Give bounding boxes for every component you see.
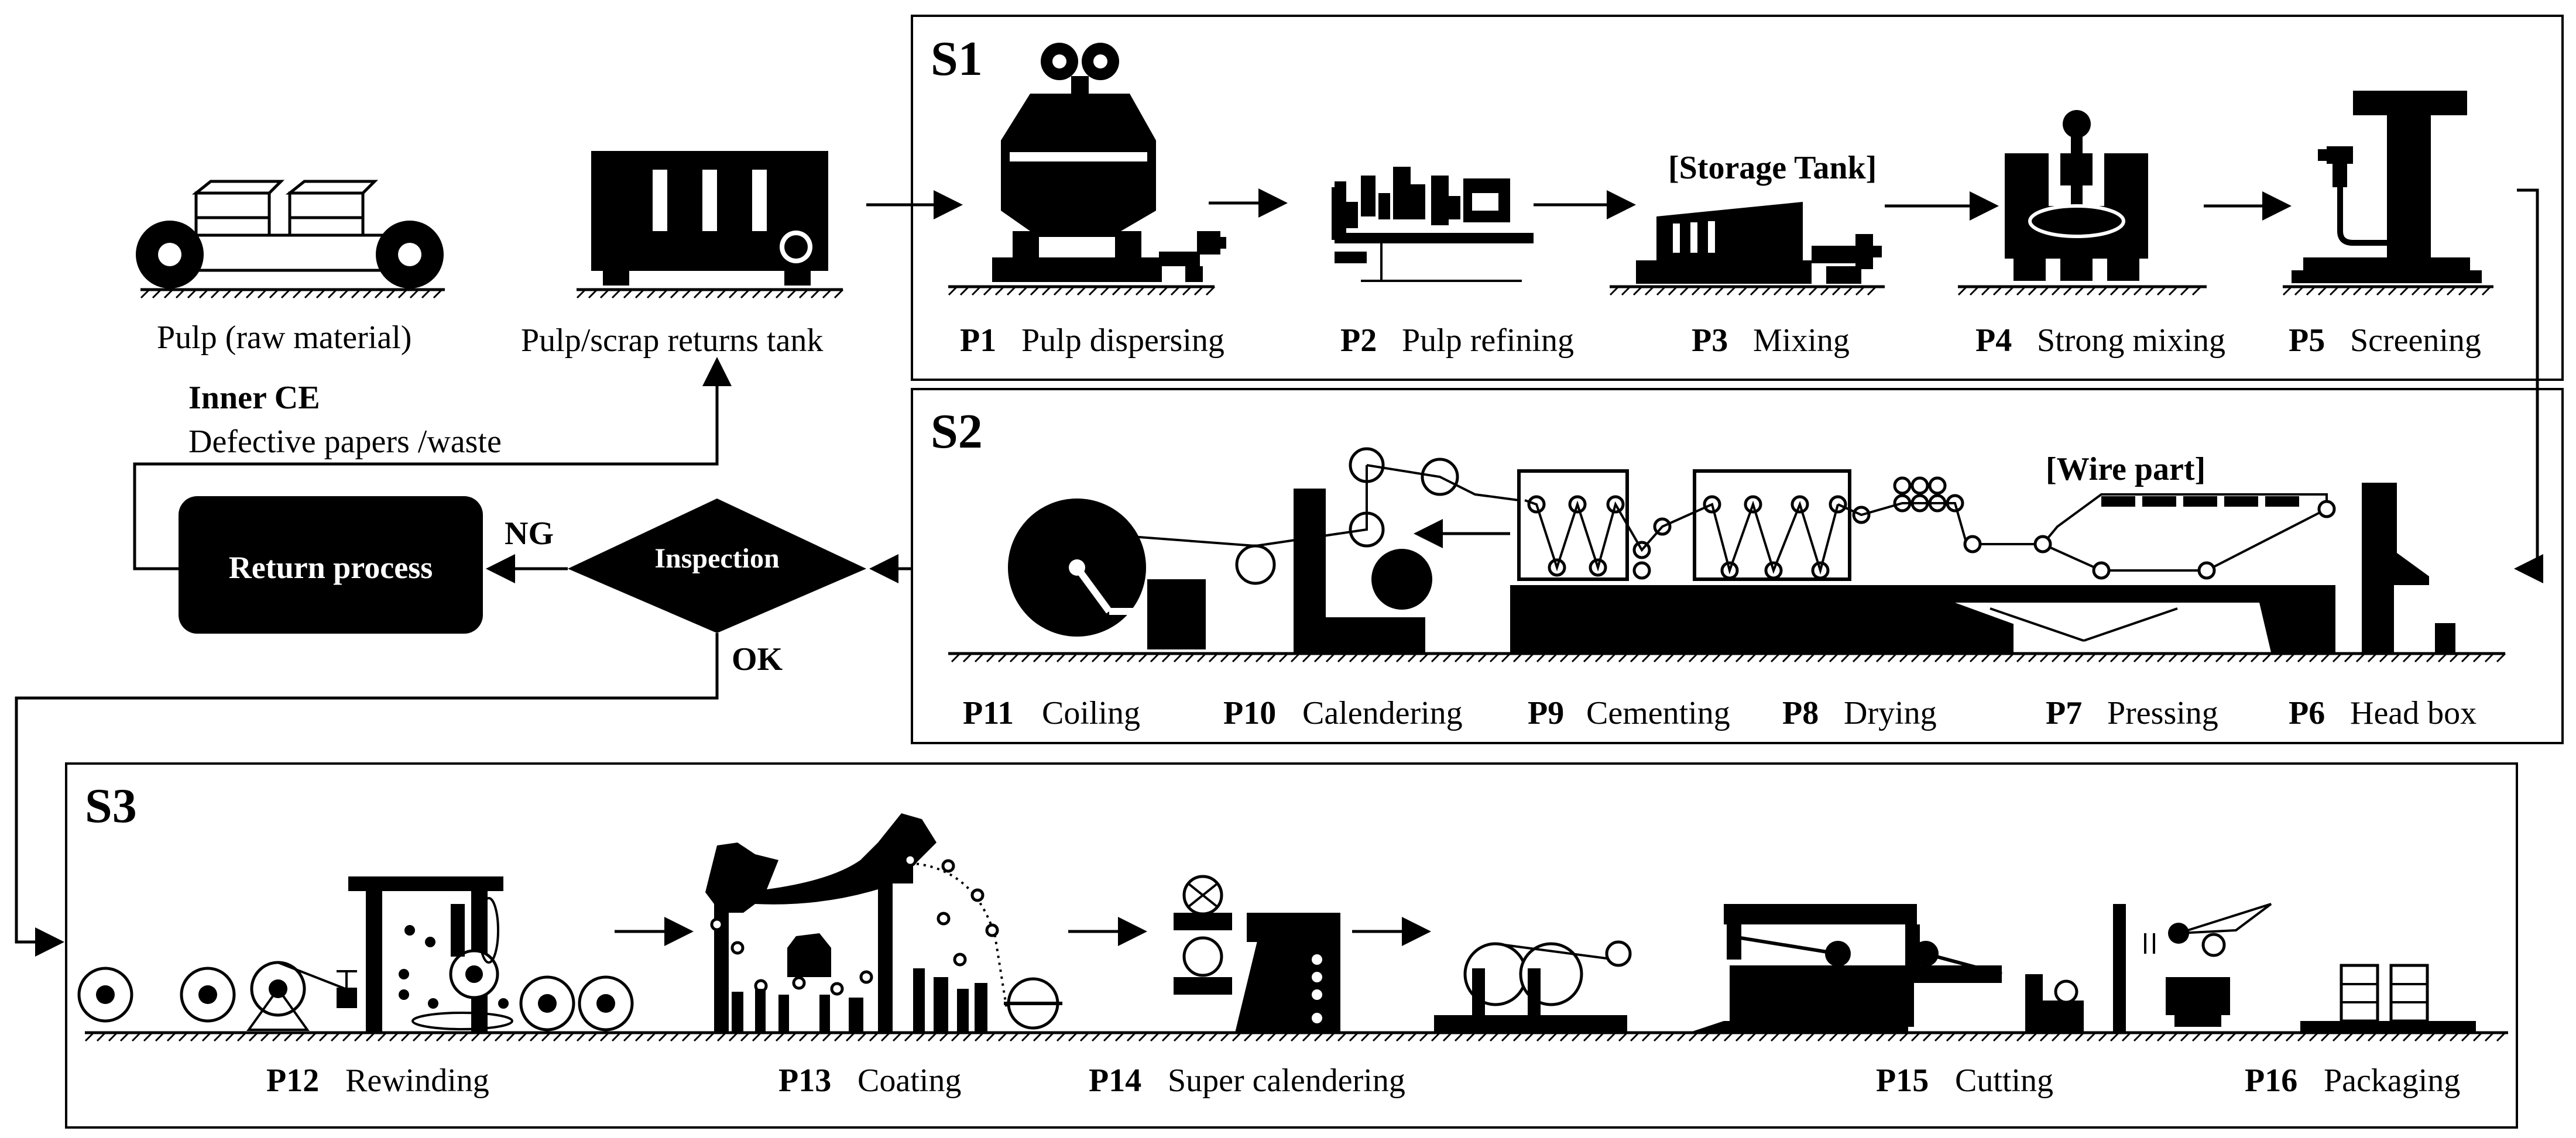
svg-text:Pulp refining: Pulp refining xyxy=(1402,322,1574,359)
process-label-p6: P6 Head box xyxy=(2289,695,2476,731)
ok-label: OK xyxy=(732,641,783,678)
process-label-p1: P1 Pulp dispersing xyxy=(960,322,1224,359)
tank-label: Pulp/scrap returns tank xyxy=(521,322,823,359)
return-process-label: Return process xyxy=(229,550,433,585)
pulp-disperser-icon xyxy=(992,43,1226,282)
pulp-label: Pulp (raw material) xyxy=(157,319,411,356)
svg-text:P14: P14 xyxy=(1089,1063,1141,1099)
cementing-section-icon xyxy=(1510,469,1946,652)
svg-text:Coating: Coating xyxy=(857,1063,961,1099)
process-label-p8: P8 Drying xyxy=(1782,695,1937,731)
rewinder-icon xyxy=(77,876,634,1033)
inspection-diamond xyxy=(568,498,866,633)
svg-text:P11: P11 xyxy=(963,695,1014,731)
svg-text:Cementing: Cementing xyxy=(1586,695,1730,731)
inner-ce-subtitle: Defective papers /waste xyxy=(188,424,502,460)
arrow-ok-to-s3 xyxy=(15,633,719,957)
process-label-p4: P4 Strong mixing xyxy=(1975,322,2225,359)
svg-text:P5: P5 xyxy=(2289,322,2325,359)
svg-text:Drying: Drying xyxy=(1844,695,1937,731)
process-label-p15: P15 Cutting xyxy=(1876,1063,2053,1099)
svg-text:Calendering: Calendering xyxy=(1302,695,1463,731)
svg-text:P12: P12 xyxy=(266,1063,319,1099)
connector-s1-to-s2 xyxy=(2514,188,2543,583)
wire-press-icon xyxy=(1946,493,2336,652)
inspection-label: Inspection xyxy=(654,543,779,574)
storage-tank-icon xyxy=(1636,202,1882,284)
stage-s2-title: S2 xyxy=(931,404,983,459)
ground-p1 xyxy=(948,285,1216,296)
calender-stack-icon xyxy=(1235,447,1459,652)
storage-tank-annotation: [Storage Tank] xyxy=(1668,150,1877,186)
returns-tank-icon xyxy=(591,151,828,286)
svg-text:Pulp dispersing: Pulp dispersing xyxy=(1021,322,1224,359)
return-process-box xyxy=(179,496,483,634)
svg-text:Rewinding: Rewinding xyxy=(345,1063,489,1099)
svg-text:P15: P15 xyxy=(1876,1063,1929,1099)
svg-text:P1: P1 xyxy=(960,322,996,359)
process-label-p12: P12 Rewinding xyxy=(266,1063,489,1099)
process-label-p5: P5 Screening xyxy=(2289,322,2481,359)
process-label-p11: P11 Coiling xyxy=(963,695,1140,731)
ground-tank xyxy=(576,288,844,299)
svg-text:P9: P9 xyxy=(1528,695,1564,731)
svg-text:Mixing: Mixing xyxy=(1753,322,1850,359)
svg-text:P16: P16 xyxy=(2245,1063,2297,1099)
ng-label: NG xyxy=(505,515,554,552)
process-label-p9: P9 Cementing xyxy=(1528,695,1730,731)
stage-s3-frame xyxy=(65,762,2518,1129)
ground-p4 xyxy=(1957,285,2207,296)
svg-text:Coiling: Coiling xyxy=(1042,695,1140,731)
wire-part-annotation: [Wire part] xyxy=(2046,451,2205,487)
pulp-cart-icon xyxy=(136,180,444,288)
stage-s1-frame xyxy=(911,15,2564,381)
drying-cylinders-icon xyxy=(1076,464,1968,548)
svg-text:Pressing: Pressing xyxy=(2107,695,2218,731)
svg-text:P8: P8 xyxy=(1782,695,1819,731)
svg-text:P13: P13 xyxy=(778,1063,831,1099)
process-label-p7: P7 Pressing xyxy=(2046,695,2218,731)
svg-text:Screening: Screening xyxy=(2350,322,2481,359)
inner-ce-title: Inner CE xyxy=(188,380,320,416)
head-box-icon xyxy=(2362,483,2455,652)
svg-text:P2: P2 xyxy=(1340,322,1377,359)
ground-p3 xyxy=(1609,285,1885,296)
svg-text:Packaging: Packaging xyxy=(2324,1063,2460,1099)
process-label-p3: P3 Mixing xyxy=(1692,322,1850,359)
screening-machine-icon xyxy=(2292,91,2482,283)
svg-text:Head box: Head box xyxy=(2350,695,2476,731)
ground-s3 xyxy=(84,1031,2508,1042)
svg-text:P3: P3 xyxy=(1692,322,1728,359)
svg-text:Strong mixing: Strong mixing xyxy=(2037,322,2225,359)
strong-mixer-icon xyxy=(2005,110,2148,281)
svg-text:Cutting: Cutting xyxy=(1955,1063,2053,1099)
svg-text:P6: P6 xyxy=(2289,695,2325,731)
super-calender-icon xyxy=(1174,875,1340,1033)
svg-text:P4: P4 xyxy=(1975,322,2012,359)
process-label-p14: P14 Super calendering xyxy=(1089,1063,1405,1099)
arrow-return-to-tank xyxy=(133,357,732,570)
winder-icon xyxy=(1434,940,1632,1033)
process-label-p10: P10 Calendering xyxy=(1223,695,1463,731)
process-label-p13: P13 Coating xyxy=(778,1063,961,1099)
stage-s2-frame xyxy=(911,388,2564,744)
ground-p5 xyxy=(2282,285,2493,296)
svg-text:P7: P7 xyxy=(2046,695,2082,731)
process-label-p2: P2 Pulp refining xyxy=(1340,322,1574,359)
ground-pulp xyxy=(140,288,445,299)
coiling-reel-icon xyxy=(1008,498,1206,649)
svg-text:P10: P10 xyxy=(1223,695,1276,731)
process-label-p16: P16 Packaging xyxy=(2245,1063,2460,1099)
svg-text:Super calendering: Super calendering xyxy=(1168,1063,1405,1099)
coating-machine-icon xyxy=(705,813,1062,1033)
pulp-refiner-icon xyxy=(1332,167,1534,282)
ground-s2 xyxy=(948,652,2506,663)
packaging-machine-icon xyxy=(2113,903,2476,1033)
cutting-machine-icon xyxy=(1689,904,2084,1033)
stage-s3-title: S3 xyxy=(85,779,137,833)
stage-s1-title: S1 xyxy=(931,32,983,86)
